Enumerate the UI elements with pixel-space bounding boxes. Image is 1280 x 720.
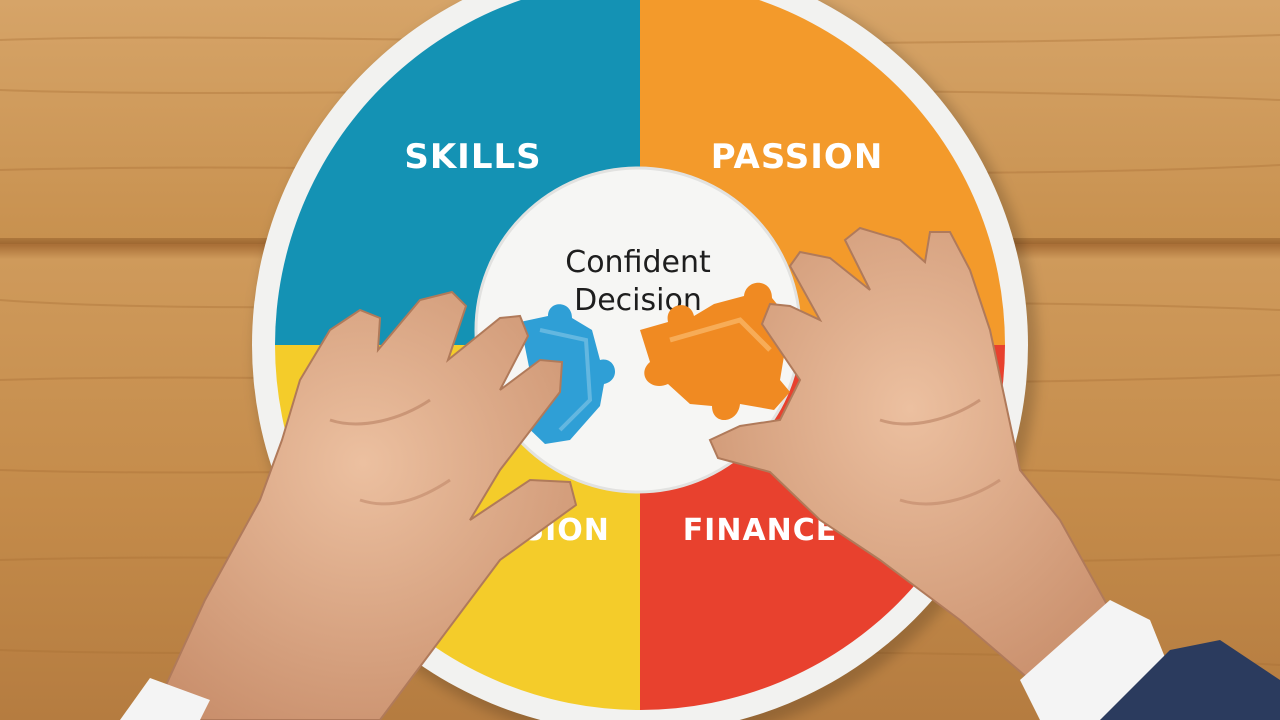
left-hand — [148, 290, 578, 720]
passion-label: PASSION — [711, 137, 884, 177]
orange-puzzle-piece — [640, 282, 790, 421]
left-shirt-cuff — [120, 678, 210, 720]
finance-label: FINANCE — [683, 513, 838, 548]
skills-label: SKILLS — [404, 137, 541, 177]
center-title-line-1: Confident — [565, 245, 711, 280]
right-hand — [708, 226, 1112, 682]
right-jacket-sleeve — [1100, 640, 1280, 720]
